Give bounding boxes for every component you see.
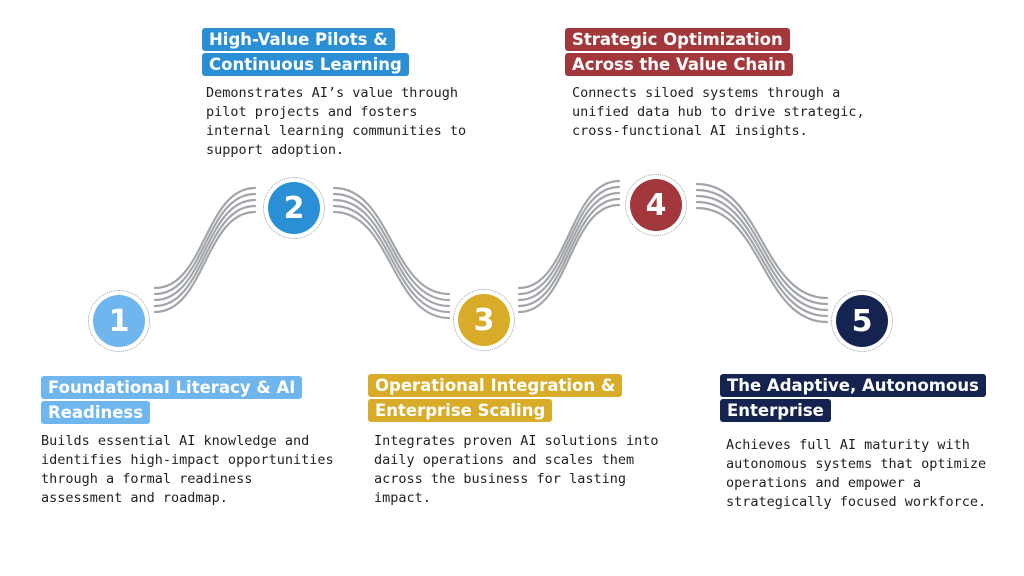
stage-2-title-line-2: Continuous Learning <box>202 53 409 76</box>
wave-line-3-3 <box>517 191 621 302</box>
wave-line-2-3 <box>332 198 451 308</box>
wave-line-1-3 <box>153 198 257 302</box>
wave-line-3-2 <box>517 185 621 296</box>
stage-4-node: 4 <box>625 174 687 236</box>
stage-2-title-line-1: High-Value Pilots & <box>202 28 395 51</box>
stage-2-title: High-Value Pilots & Continuous Learning <box>202 27 462 77</box>
wave-line-3-1 <box>517 179 621 290</box>
stage-1-node: 1 <box>88 290 150 352</box>
wave-line-2-1 <box>332 186 451 296</box>
stage-2-number: 2 <box>268 182 320 234</box>
stage-4-title: Strategic Optimization Across the Value … <box>565 27 825 77</box>
stage-3-node: 3 <box>453 289 515 351</box>
stage-1-description: Builds essential AI knowledge and identi… <box>41 433 334 506</box>
stage-2-description: Demonstrates AI’s value through pilot pr… <box>206 85 467 158</box>
wave-line-4-1 <box>695 182 829 300</box>
stage-3-title-line-2: Enterprise Scaling <box>368 399 553 422</box>
stage-3-number: 3 <box>458 294 510 346</box>
wave-line-4-3 <box>695 194 829 312</box>
stage-1-number: 1 <box>93 295 145 347</box>
wave-line-3-4 <box>517 197 621 308</box>
stage-5-node: 5 <box>831 290 893 352</box>
wave-line-3-5 <box>517 203 621 314</box>
stage-5-number: 5 <box>836 295 888 347</box>
wave-line-1-4 <box>153 204 257 308</box>
stage-3-title-line-1: Operational Integration & <box>368 374 623 397</box>
stage-2-node: 2 <box>263 177 325 239</box>
wave-line-2-2 <box>332 192 451 302</box>
stage-3-title: Operational Integration & Enterprise Sca… <box>368 373 658 423</box>
wave-line-2-4 <box>332 204 451 314</box>
wave-line-4-2 <box>695 188 829 306</box>
stage-4-title-line-2: Across the Value Chain <box>565 53 793 76</box>
stage-5-title-line-1: The Adaptive, Autonomous <box>720 374 986 397</box>
stage-5-title-line-2: Enterprise <box>720 399 831 422</box>
stage-1-title-line-2: Readiness <box>41 401 151 424</box>
wave-line-2-5 <box>332 210 451 320</box>
wave-line-1-1 <box>153 186 257 290</box>
wave-line-4-4 <box>695 200 829 318</box>
wave-line-1-2 <box>153 192 257 296</box>
wave-line-4-5 <box>695 206 829 324</box>
stage-4-title-line-1: Strategic Optimization <box>565 28 790 51</box>
stage-4-description: Connects siloed systems through a unifie… <box>572 85 865 139</box>
stage-5-title: The Adaptive, Autonomous Enterprise <box>720 373 1010 423</box>
stage-5-description: Achieves full AI maturity with autonomou… <box>726 437 987 510</box>
stage-4-number: 4 <box>630 179 682 231</box>
wave-line-1-5 <box>153 210 257 314</box>
stage-1-title-line-1: Foundational Literacy & AI <box>41 376 303 399</box>
stage-3-description: Integrates proven AI solutions into dail… <box>374 433 659 506</box>
stage-1-title: Foundational Literacy & AI Readiness <box>41 375 321 425</box>
